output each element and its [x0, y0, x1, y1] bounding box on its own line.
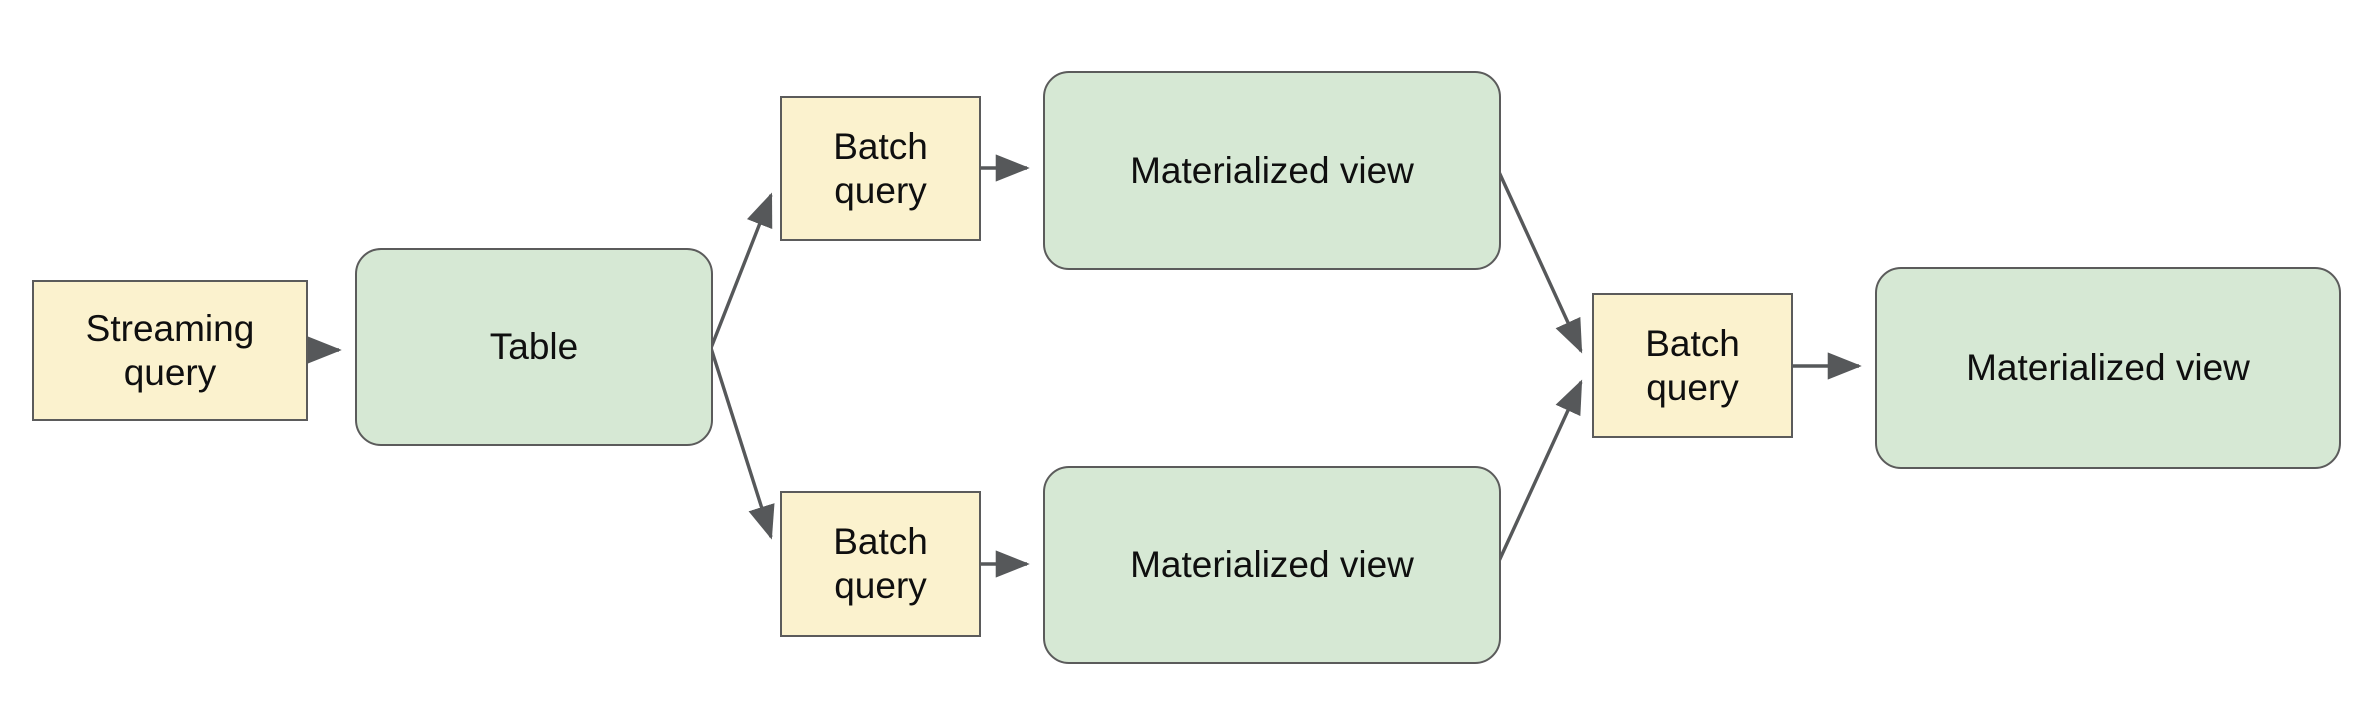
- node-batch-query-top[interactable]: Batch query: [780, 96, 981, 241]
- node-materialized-view-final[interactable]: Materialized view: [1875, 267, 2341, 469]
- node-materialized-view-final-label: Materialized view: [1966, 347, 2250, 389]
- edge-materialized-view-bottom-to-batch-query-join: [1497, 379, 1583, 562]
- node-batch-query-join-label: Batch query: [1645, 322, 1740, 408]
- node-table[interactable]: Table: [355, 248, 713, 446]
- node-materialized-view-top-label: Materialized view: [1130, 149, 1414, 191]
- node-table-label: Table: [489, 326, 579, 368]
- edge-materialized-view-top-to-batch-query-join: [1497, 171, 1583, 354]
- node-batch-query-top-label: Batch query: [833, 125, 928, 211]
- node-batch-query-bottom[interactable]: Batch query: [780, 491, 981, 637]
- node-batch-query-bottom-label: Batch query: [833, 521, 928, 606]
- node-materialized-view-top[interactable]: Materialized view: [1043, 71, 1501, 270]
- node-materialized-view-bottom[interactable]: Materialized view: [1043, 466, 1501, 664]
- node-streaming-query-label: Streaming query: [85, 307, 255, 393]
- node-streaming-query[interactable]: Streaming query: [32, 280, 308, 421]
- node-batch-query-join[interactable]: Batch query: [1592, 293, 1793, 438]
- node-materialized-view-bottom-label: Materialized view: [1130, 544, 1414, 586]
- edge-table-to-batch-query-top: [709, 192, 773, 349]
- edge-table-to-batch-query-bottom: [709, 347, 775, 540]
